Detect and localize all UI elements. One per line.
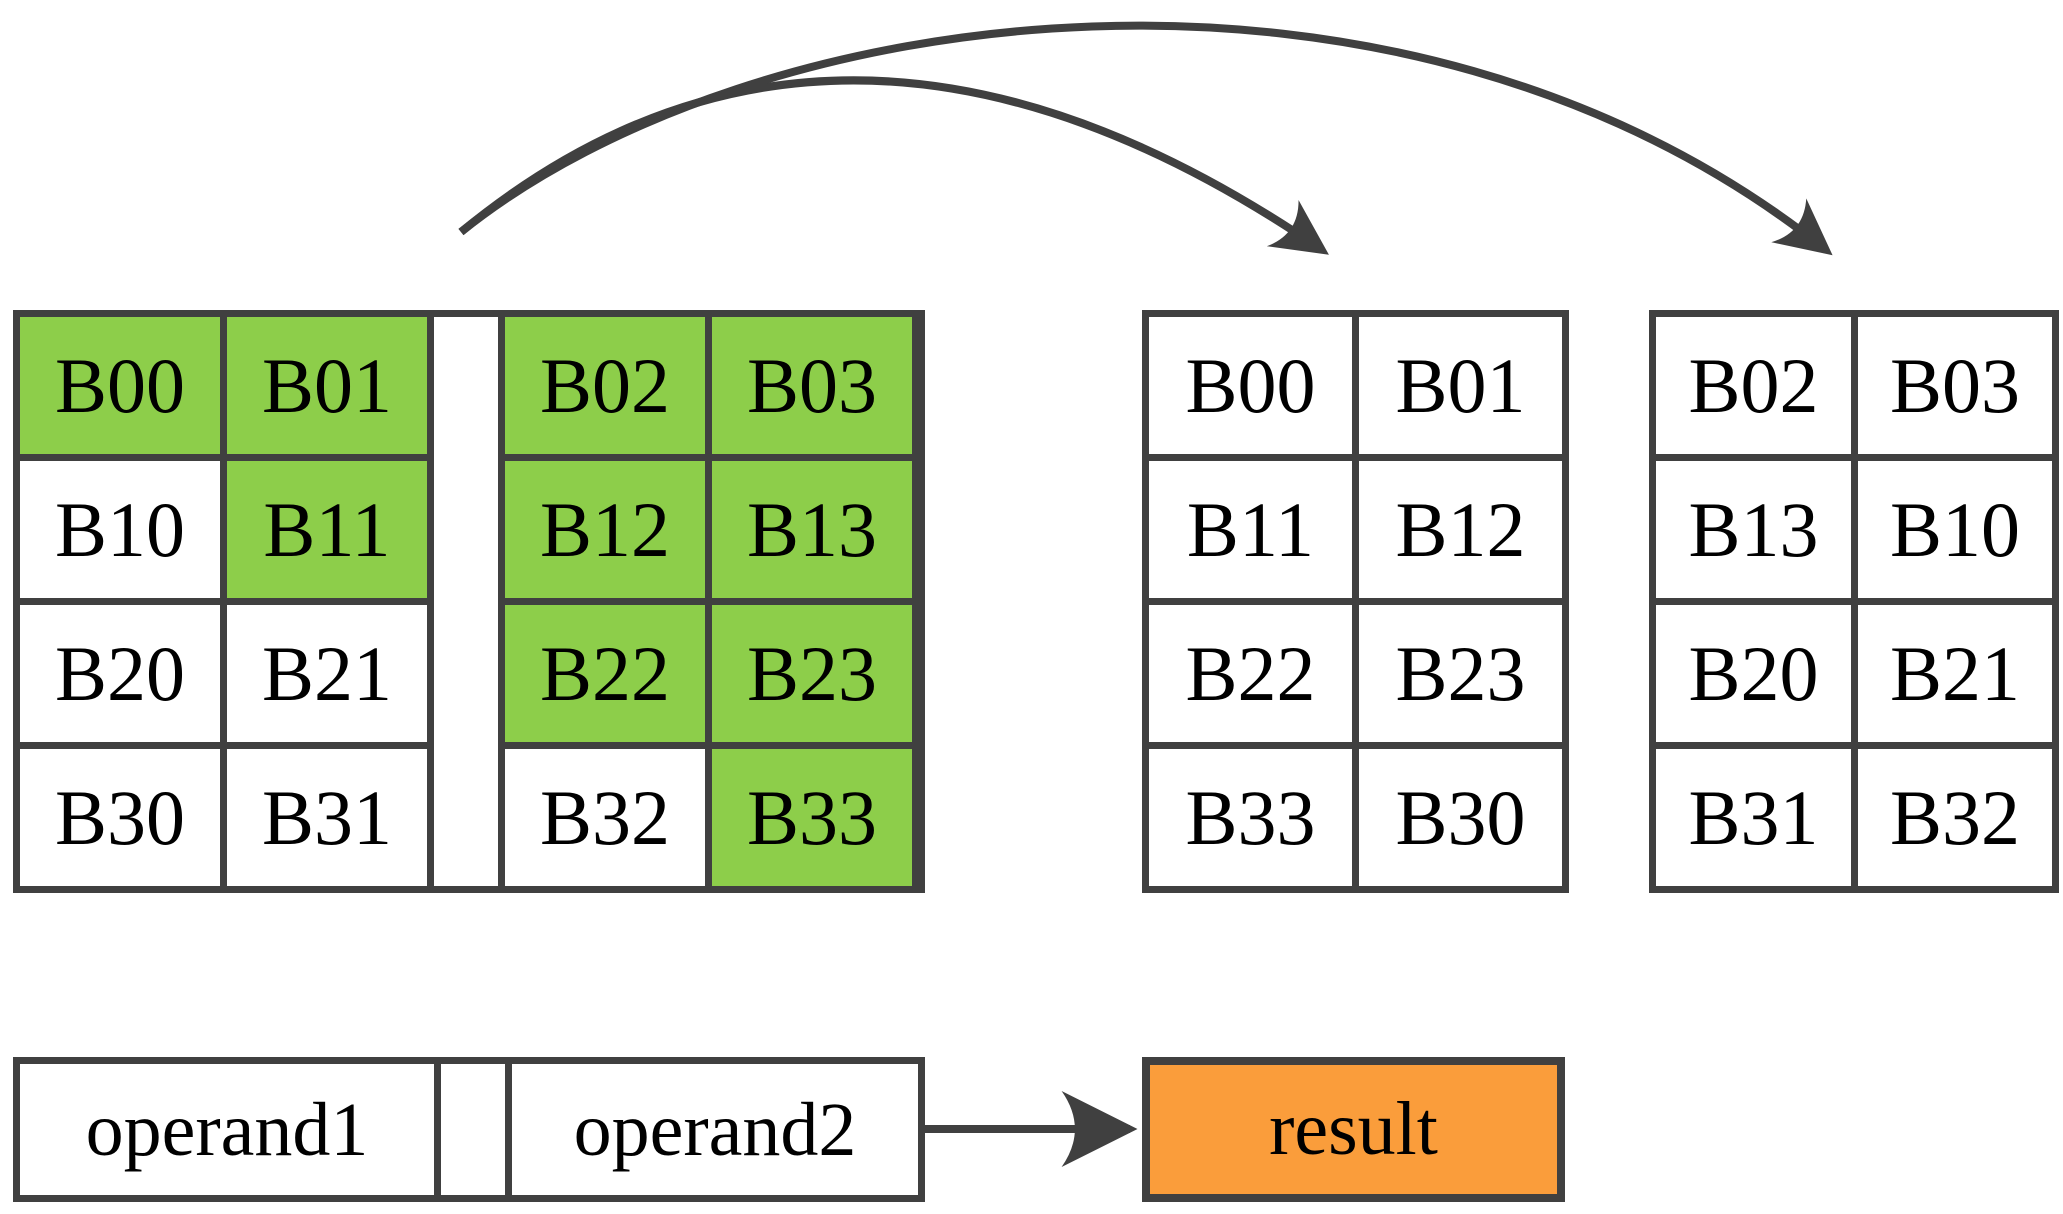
curved-arrow-to-middle-grid <box>458 76 1329 255</box>
matrix-cell: B13 <box>712 461 912 598</box>
matrix-cell: B21 <box>227 605 427 742</box>
right-grid: B02 B03 B13 B10 B20 B21 B31 B32 <box>1649 310 2059 893</box>
matrix-cell: B01 <box>227 317 427 454</box>
matrix-cell: B02 <box>505 317 705 454</box>
operand-spacer <box>441 1064 505 1195</box>
matrix-cell: B03 <box>1858 317 2052 454</box>
matrix-cell: B11 <box>1149 461 1352 598</box>
operand1-box: operand1 <box>20 1064 434 1195</box>
matrix-cell: B20 <box>20 605 220 742</box>
matrix-cell: B31 <box>1656 749 1851 886</box>
curved-arrow-to-right-grid <box>458 21 1833 256</box>
matrix-cell: B33 <box>1149 749 1352 886</box>
left-grid: B00 B01 B02 B03 B10 B11 B12 B13 B20 B21 … <box>13 310 925 893</box>
matrix-cell: B22 <box>1149 605 1352 742</box>
matrix-cell: B30 <box>20 749 220 886</box>
matrix-cell: B20 <box>1656 605 1851 742</box>
middle-grid: B00 B01 B11 B12 B22 B23 B33 B30 <box>1142 310 1569 893</box>
matrix-cell: B01 <box>1359 317 1562 454</box>
operand-row: operand1 operand2 <box>13 1057 925 1202</box>
matrix-cell: B12 <box>505 461 705 598</box>
matrix-cell: B31 <box>227 749 427 886</box>
matrix-cell: B32 <box>505 749 705 886</box>
operand2-box: operand2 <box>512 1064 918 1195</box>
matrix-cell: B10 <box>1858 461 2052 598</box>
matrix-cell: B10 <box>20 461 220 598</box>
matrix-cell: B11 <box>227 461 427 598</box>
matrix-cell: B21 <box>1858 605 2052 742</box>
matrix-cell: B12 <box>1359 461 1562 598</box>
matrix-cell: B33 <box>712 749 912 886</box>
matrix-cell: B32 <box>1858 749 2052 886</box>
left-grid-spacer <box>434 317 498 886</box>
matrix-cell: B23 <box>712 605 912 742</box>
matrix-cell: B23 <box>1359 605 1562 742</box>
matrix-cell: B02 <box>1656 317 1851 454</box>
matrix-cell: B00 <box>1149 317 1352 454</box>
matrix-cell: B22 <box>505 605 705 742</box>
matrix-cell: B03 <box>712 317 912 454</box>
matrix-cell: B00 <box>20 317 220 454</box>
matrix-cell: B13 <box>1656 461 1851 598</box>
result-box: result <box>1142 1057 1565 1202</box>
matrix-cell: B30 <box>1359 749 1562 886</box>
